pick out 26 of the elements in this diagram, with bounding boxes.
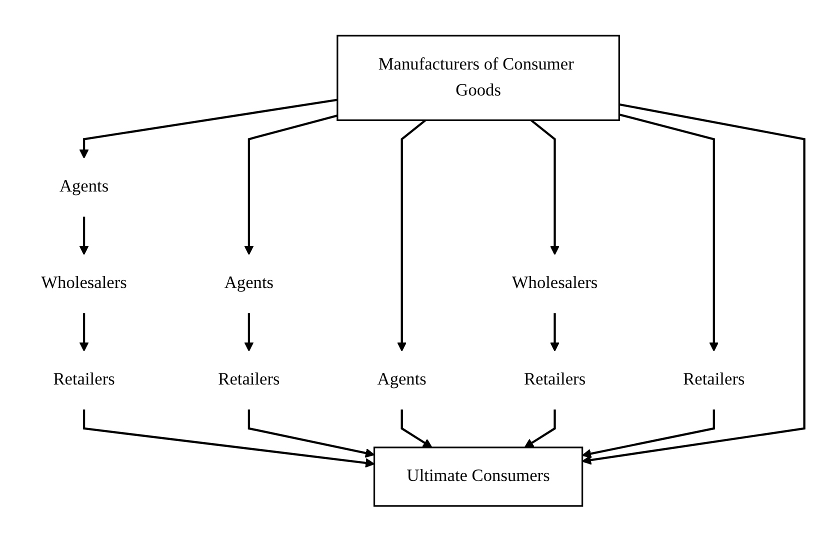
- node-text: Retailers: [53, 370, 115, 389]
- arrow: [397, 119, 426, 352]
- node-text: Wholesalers: [512, 274, 598, 292]
- arrow: [248, 409, 375, 458]
- node-text: Wholesalers: [41, 274, 127, 292]
- node-text: Retailers: [218, 370, 280, 389]
- arrow: [550, 312, 560, 352]
- arrow: [79, 312, 89, 352]
- arrow: [82, 409, 375, 468]
- node-text: Agents: [59, 177, 109, 196]
- arrow: [530, 119, 560, 255]
- arrow: [244, 312, 254, 352]
- node-box: Ultimate Consumers: [373, 446, 584, 506]
- arrow: [400, 409, 432, 448]
- arrow: [79, 216, 89, 255]
- arrow: [582, 409, 715, 458]
- node-text: Agents: [377, 370, 426, 389]
- arrow: [582, 103, 806, 464]
- arrow: [79, 98, 338, 158]
- node-text: Retailers: [683, 370, 745, 389]
- arrow: [524, 409, 556, 448]
- arrow: [244, 114, 338, 255]
- node-text: Retailers: [524, 370, 586, 389]
- arrow: [618, 113, 719, 352]
- node-text: Agents: [224, 274, 274, 292]
- node-box: Manufacturers of Consumer Goods: [336, 34, 620, 121]
